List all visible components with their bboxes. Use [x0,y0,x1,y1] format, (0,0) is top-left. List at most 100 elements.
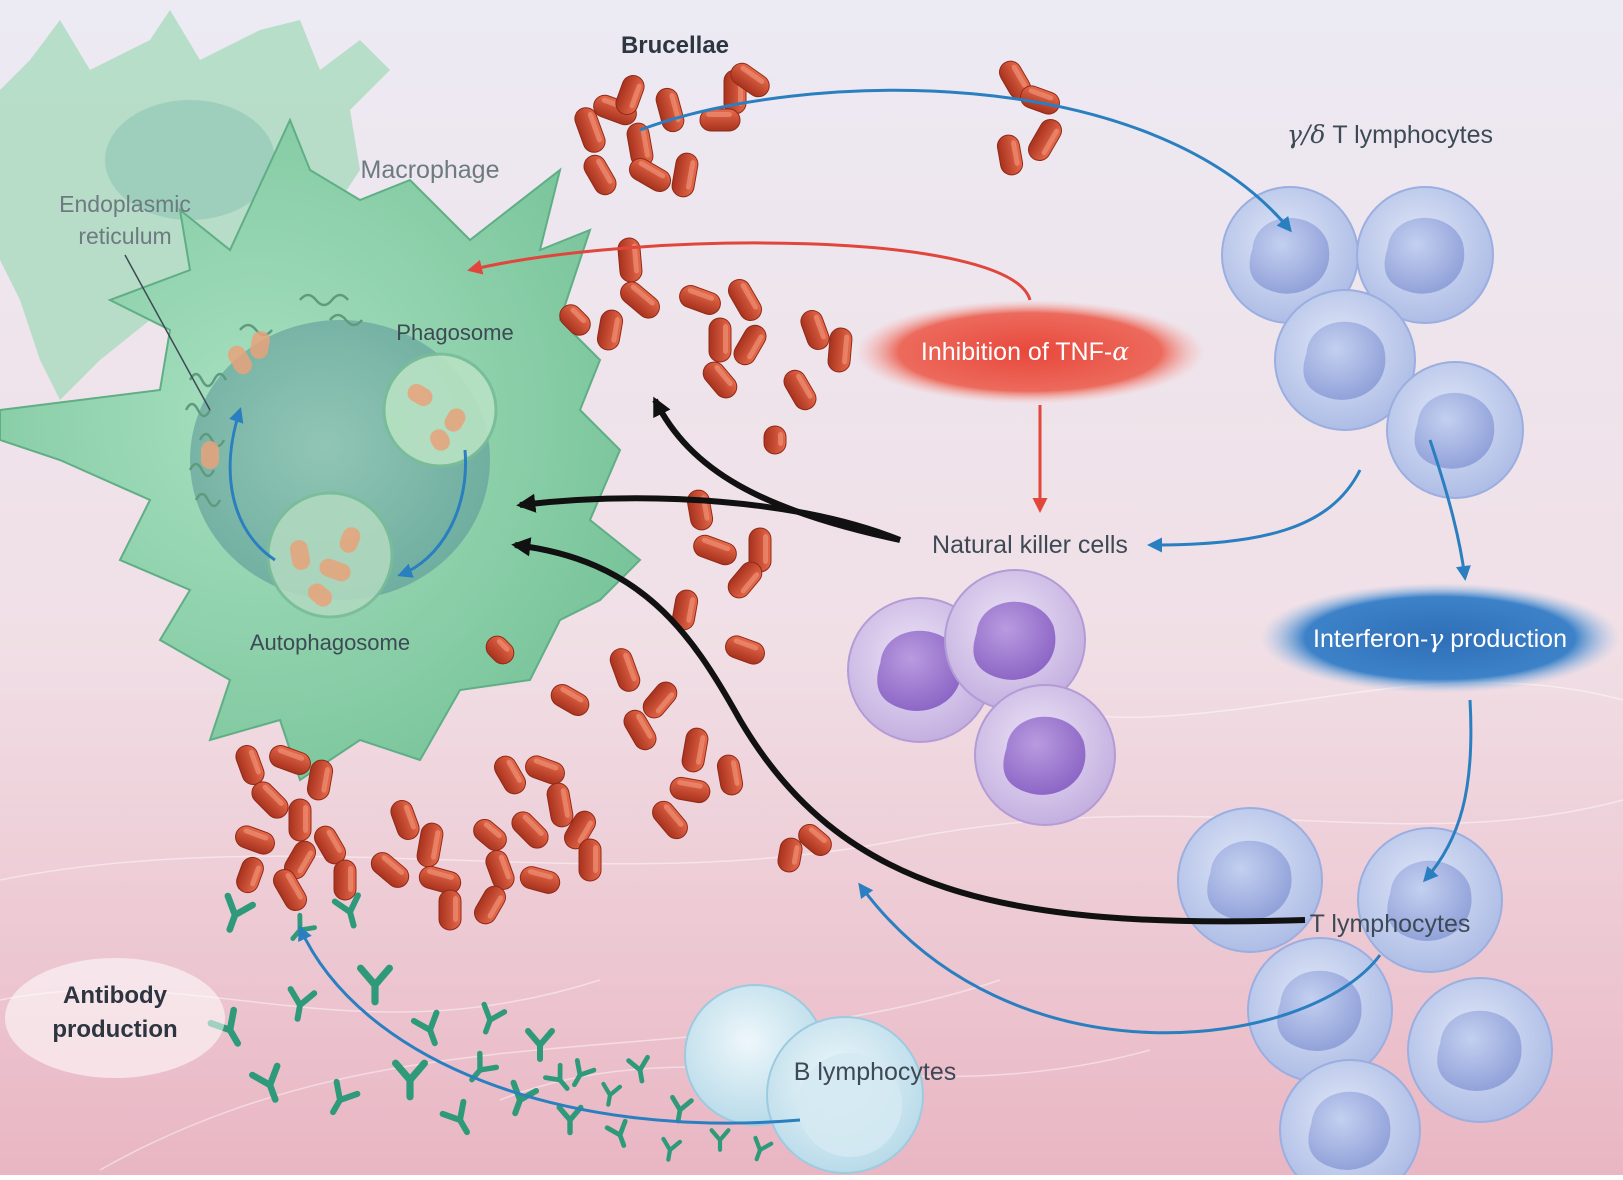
brucellae-group [201,60,1062,931]
antibody [249,1062,281,1103]
antibody [670,1094,694,1124]
brucella-rod [269,745,311,775]
brucella-rod [628,158,672,192]
alpha-symbol: α [1112,337,1129,366]
brucella-rod [273,868,307,912]
t-lymphocyte [1247,937,1393,1083]
brucella-rod [623,709,657,751]
brucella-rod [583,154,617,196]
natural-killer-cell-group [847,569,1116,826]
label-natural-killer: Natural killer cells [932,531,1128,559]
brucella-rod [473,819,507,851]
brucella-rod [235,825,275,855]
brucella-rod [783,369,817,411]
brucella-rod [725,635,765,665]
label-t-lymphocytes: T lymphocytes [1310,910,1471,938]
antibody [391,1059,429,1101]
brucella-rod [748,527,772,573]
engulfed-brucella [444,408,466,432]
antibody-label-backdrop [5,958,225,1078]
t-lymphocyte [1357,827,1503,973]
brucella-rod [485,850,515,890]
inhibition-text: Inhibition of TNF- [921,338,1112,366]
brucella-rod [333,859,357,901]
arrow-nk-to-macrophage-middle [516,493,902,543]
brucella-rod [1028,118,1062,162]
brucella-rod [763,425,787,455]
engulfed-brucella [228,345,252,375]
label-antibody-line1: Antibody [63,982,168,1009]
antibody [571,1058,597,1088]
antibody [543,1062,570,1091]
brucella-rod [716,754,744,796]
arrow-brucellae-to-gd-t [639,88,1292,233]
antibody [604,1118,628,1148]
t-lymphocyte-group [1177,807,1553,1180]
natural-killer-cell [944,569,1086,711]
label-autophagosome: Autophagosome [250,630,410,655]
antibody [626,1054,650,1084]
antibody [356,964,394,1006]
brucella-rod [390,800,420,840]
arrow-tnf-to-macrophage [467,241,1032,301]
label-antibody-line2: production [52,1016,177,1043]
brucella-rod [827,327,853,373]
arrow-b-to-antibodies [298,925,801,1125]
brucella-rod [671,589,699,631]
brucella-rod [702,361,738,399]
brucella-rod [1020,85,1060,115]
gamma-delta-t-cell [1274,289,1416,431]
antibody [439,1098,470,1136]
brucella-rod [416,822,444,868]
brucella-rod [996,134,1024,176]
phagosome [382,352,498,468]
er-leader-line [124,254,211,411]
label-interferon: Interferon-γ production [1313,624,1567,653]
arrow-t-to-brucellae [858,882,1382,1035]
background-macrophage-nucleus [105,100,275,220]
brucella-rod [798,824,832,856]
gamma-delta-text: T lymphocytes [1325,121,1493,149]
arrow-gd-t-to-interferon [1428,439,1471,581]
antibody [410,1009,440,1047]
gamma-delta-symbol: γ/δ [1287,120,1325,149]
label-gamma-delta-t: γ/δ T lymphocytes [1287,120,1493,149]
brucella-rod [525,755,565,785]
engulfed-brucella [307,583,333,607]
antibody [481,1001,508,1035]
gamma-symbol: γ [1428,624,1443,653]
brucella-rod [669,776,711,804]
brucella-rod [519,866,561,894]
label-b-lymphocytes: B lymphocytes [794,1058,957,1086]
antibody [287,986,318,1022]
engulfed-brucella [319,558,351,582]
brucella-rod [494,755,526,795]
brucella-rod [727,561,763,599]
antibody [331,892,361,929]
brucella-rod [438,889,462,931]
arrow-nk-to-macrophage-upper [652,396,901,543]
antibody [753,1135,774,1162]
brucella-rod [609,648,641,692]
gamma-delta-t-cell [1221,186,1359,324]
natural-killer-cell [974,684,1116,826]
antibody-group [207,892,774,1162]
arrow-autophagosome-to-er [228,407,276,562]
gamma-delta-t-cell [1386,361,1524,499]
brucella-rod [615,75,645,115]
t-lymphocyte [1177,807,1323,953]
brucella-rod [314,825,346,865]
brucella-rod [564,810,596,850]
brucella-rod [679,285,721,315]
brucella-rod [708,317,732,363]
brucella-rod [288,798,312,842]
b-lymphocyte-group [684,984,924,1174]
brucella-rod [474,885,506,925]
brucella-rod [642,681,678,719]
gamma-delta-t-cell [1356,186,1494,324]
brucella-rod [699,108,741,132]
engulfed-brucella [430,429,450,451]
brucella-rod [574,107,606,153]
